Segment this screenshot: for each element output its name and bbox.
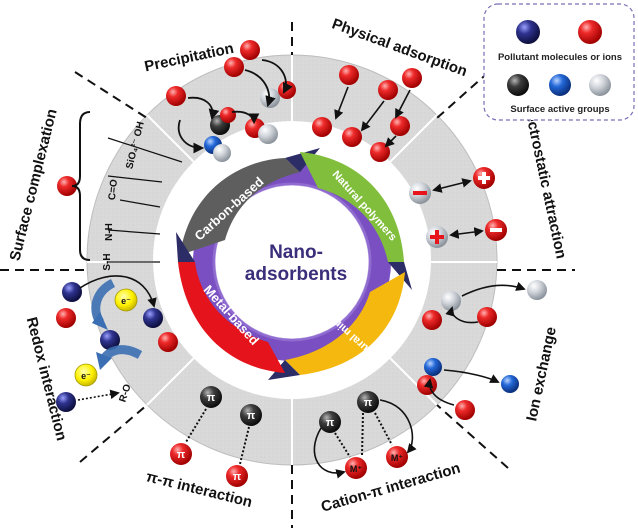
electrostatic-attraction-label: Electrostatic attraction: [519, 98, 569, 261]
electron-symbol-1: e⁻: [121, 296, 131, 306]
pi-symbol-3: π: [177, 449, 186, 461]
physical-adsorption-illustration: [312, 65, 422, 162]
functional-group-co: C=O: [107, 179, 120, 201]
material-wheel: [176, 148, 412, 380]
center-title-line2: adsorbents: [245, 264, 347, 285]
legend-pollutant-label: Pollutant molecules or ions: [498, 52, 622, 63]
electron-symbol-2: e⁻: [81, 371, 91, 381]
legend-navy-ball: [516, 20, 540, 44]
pi-symbol-4: π: [233, 471, 242, 483]
mechanism-dividers: [0, 22, 575, 528]
pi-pi-illustration: [170, 386, 262, 487]
legend-black-ball: [507, 74, 529, 96]
metal-based-petal-tip: [176, 232, 195, 262]
metal-symbol-1: M⁺: [391, 453, 403, 463]
legend-grey-ball: [589, 74, 611, 96]
cation-pi-label: Cation-π interaction: [319, 460, 462, 516]
legend-red-ball: [578, 20, 602, 44]
legend-surface-label: Surface active groups: [510, 104, 609, 115]
pi-symbol-6: π: [326, 417, 335, 429]
legend-blue-ball: [549, 74, 571, 96]
pi-symbol-5: π: [364, 397, 373, 409]
precipitation-illustration: [166, 40, 296, 162]
center-title-line1: Nano-: [269, 242, 323, 263]
functional-group-sh: S-H: [102, 253, 113, 270]
functional-group-nh: N-H: [104, 223, 115, 241]
surface-complexation-illustration: [57, 111, 183, 263]
pi-symbol-1: π: [207, 392, 216, 404]
redox-label: Redox interaction: [23, 315, 70, 442]
cation-pi-illustration: [313, 391, 417, 479]
electrostatic-illustration: [409, 167, 507, 248]
redox-group-label: R-O: [118, 383, 134, 404]
natural-minerals-petal-tip: [268, 360, 300, 380]
ion-exchange-illustration: [417, 280, 547, 420]
carbon-based-petal: [180, 158, 300, 255]
pi-symbol-2: π: [247, 410, 256, 422]
metal-based-petal: [178, 262, 285, 373]
natural-polymers-petal: [300, 152, 404, 262]
natural-minerals-petal: [285, 272, 405, 375]
redox-illustration: [56, 275, 178, 412]
ion-exchange-label: Ion exchange: [523, 325, 560, 422]
metal-symbol-2: M⁺: [350, 464, 362, 474]
surface-complexation-label: Surface complexation: [7, 107, 61, 262]
